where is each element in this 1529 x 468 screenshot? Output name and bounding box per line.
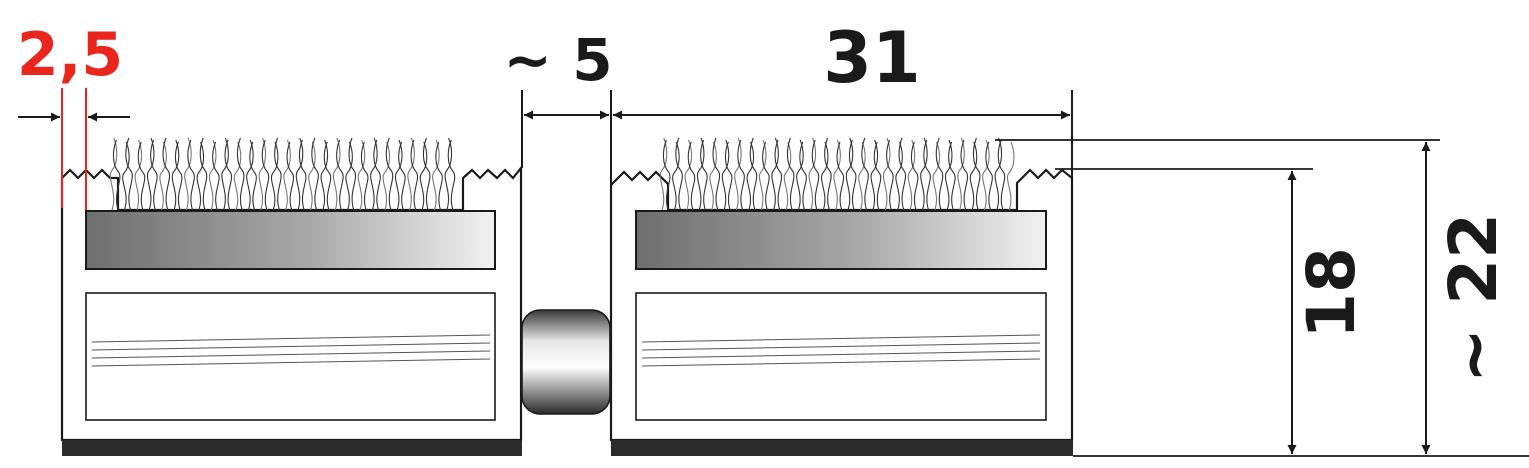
right-profile [609, 137, 1074, 456]
right-brush-pile [659, 137, 1015, 211]
left-brush-holder [85, 210, 496, 270]
left-brush-pile [109, 137, 456, 211]
profile-width-label: 31 [823, 17, 920, 99]
right-insert-hatching [641, 334, 1041, 367]
left-insert-hatching [91, 334, 491, 367]
left-lower-insert [85, 292, 496, 421]
edge-gap-label: 2,5 [17, 20, 123, 90]
profile-height-dimension: 18 [1055, 168, 1529, 457]
left-profile [60, 137, 523, 456]
right-brush-holder [635, 210, 1047, 270]
joint-gap-dimension: ~ 5 [503, 26, 613, 185]
right-base-strip [611, 440, 1073, 456]
edge-gap-dimension: 2,5 [17, 20, 130, 210]
joint-connector [521, 309, 611, 415]
joint-gap-label: ~ 5 [503, 26, 612, 94]
total-height-dimension: ~ 22 [995, 139, 1512, 454]
profile-width-dimension: 31 [613, 17, 1073, 178]
profile-height-label: 18 [1293, 247, 1370, 339]
total-height-label: ~ 22 [1435, 213, 1512, 383]
left-base-strip [62, 440, 522, 456]
right-lower-insert [635, 292, 1047, 421]
